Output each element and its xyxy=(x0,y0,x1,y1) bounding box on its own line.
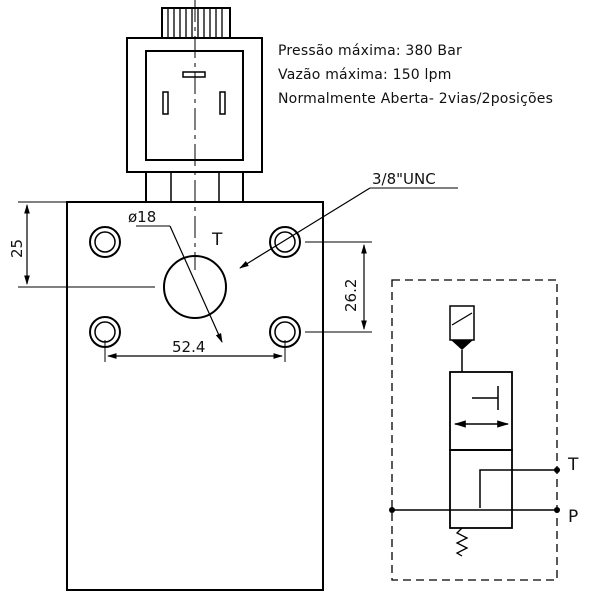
dimension-52-4 xyxy=(104,340,286,362)
port-p-junction-left xyxy=(389,507,395,513)
position-box-lower xyxy=(449,449,513,529)
port-t-bore xyxy=(163,255,227,319)
position-box-upper xyxy=(449,371,513,451)
port-t-label: T xyxy=(211,230,223,250)
thread-label: 3/8"UNC xyxy=(372,170,436,188)
solenoid-knob xyxy=(161,7,231,39)
valve-body xyxy=(66,201,324,591)
dimension-26-2 xyxy=(305,241,372,333)
solenoid-actuator-symbol xyxy=(449,305,475,341)
symbol-port-p-label: P xyxy=(568,507,578,527)
bore-diameter-label: ø18 xyxy=(128,208,156,226)
mounting-hole xyxy=(269,226,301,258)
spec-pressure: Pressão máxima: 380 Bar xyxy=(278,43,462,59)
actuator-triangle xyxy=(451,340,473,350)
bore-leader xyxy=(169,225,223,343)
thread-leader xyxy=(239,187,371,269)
dimension-52-4-label: 52.4 xyxy=(172,338,205,356)
port-p-junction-right xyxy=(554,507,560,513)
specifications: Pressão máxima: 380 Bar Vazão máxima: 15… xyxy=(278,39,553,111)
spec-flow: Vazão máxima: 150 lpm xyxy=(278,67,452,83)
dimension-25 xyxy=(18,201,155,288)
symbol-dashed-frame xyxy=(391,279,558,581)
dimension-25-label: 25 xyxy=(8,239,26,258)
spring-symbol xyxy=(455,527,469,557)
dimension-26-2-label: 26.2 xyxy=(342,279,360,312)
hydraulic-symbol xyxy=(389,279,560,581)
port-t-junction xyxy=(554,467,560,473)
mounting-hole xyxy=(89,226,121,258)
symbol-port-t-label: T xyxy=(567,455,579,475)
spec-type: Normalmente Aberta- 2vias/2posições xyxy=(278,91,554,107)
